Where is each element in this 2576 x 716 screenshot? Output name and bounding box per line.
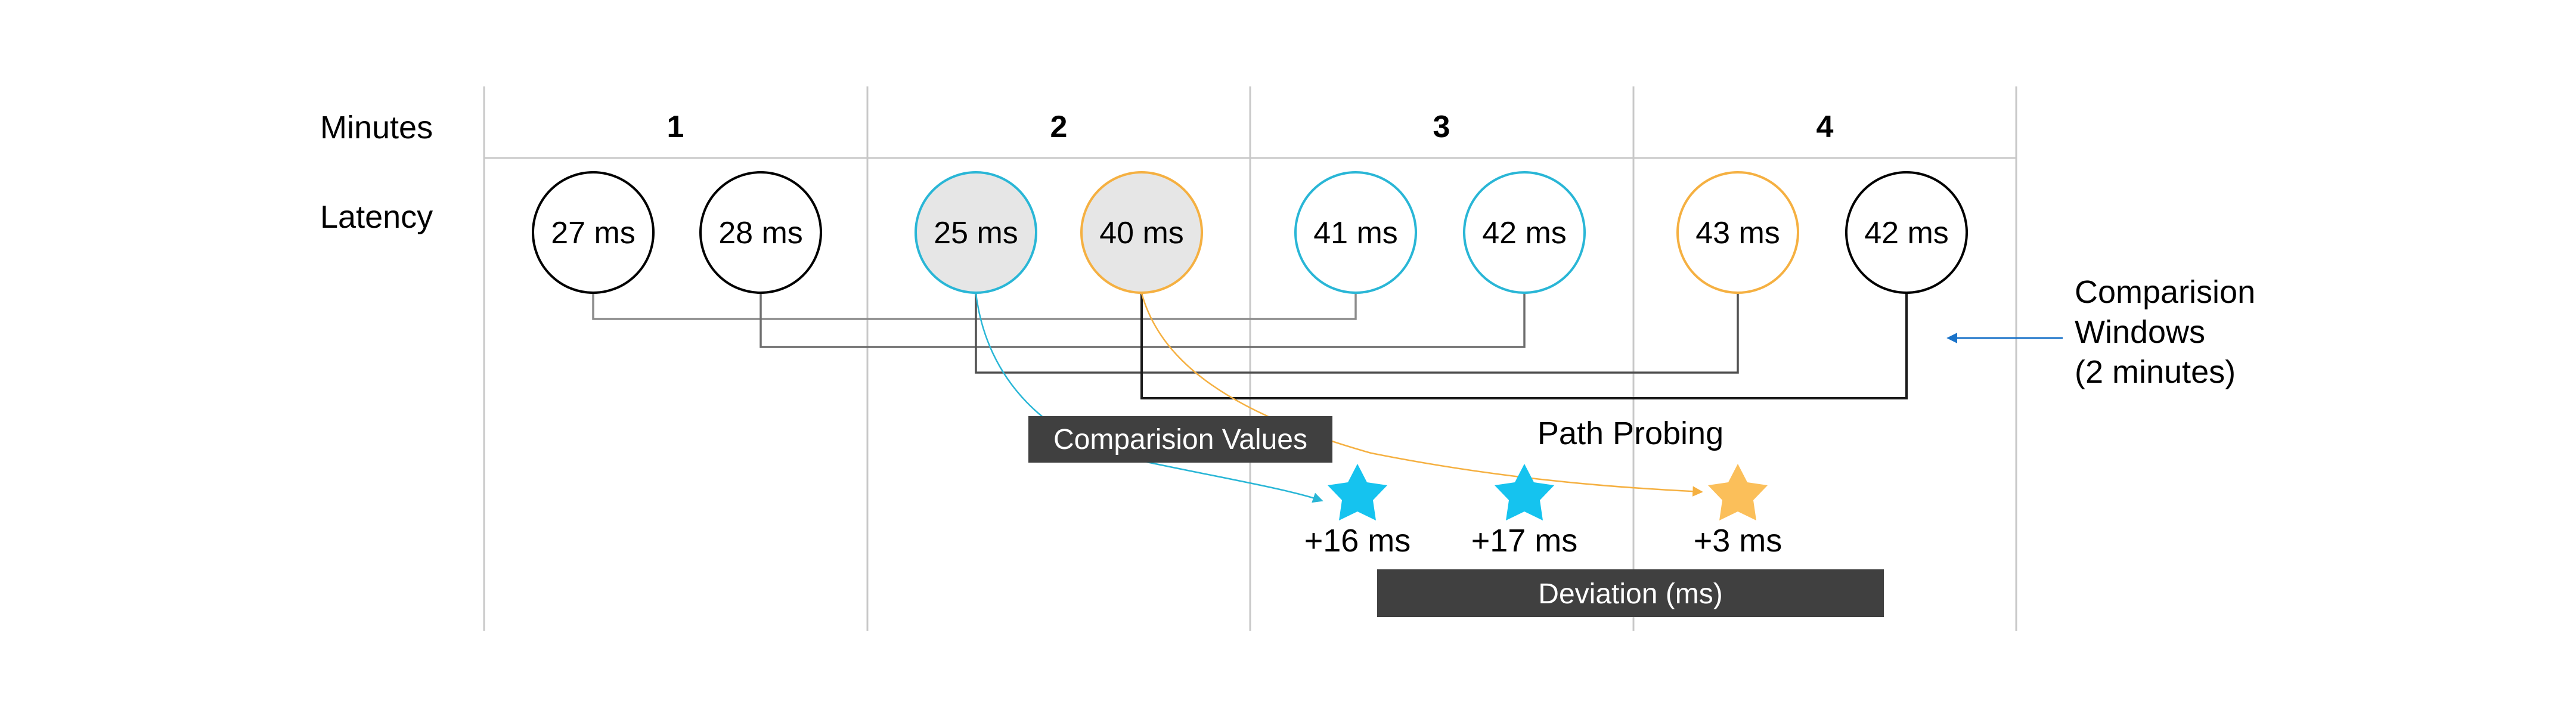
latency-value: 42 ms — [1482, 216, 1567, 250]
latency-circle-2: 28 ms — [699, 171, 822, 294]
latency-value: 42 ms — [1864, 216, 1949, 250]
comparison-curve-orange — [1140, 293, 1703, 497]
latency-value: 43 ms — [1695, 216, 1780, 250]
comparison-values-box: Comparision Values — [1028, 416, 1332, 463]
latency-circle-7: 43 ms — [1676, 171, 1799, 294]
minute-header-3: 3 — [1433, 110, 1450, 144]
latency-circle-8: 42 ms — [1845, 171, 1968, 294]
latency-circle-shape — [1463, 171, 1586, 294]
latency-circle-4: 40 ms — [1080, 171, 1203, 294]
latency-value: 27 ms — [551, 216, 636, 250]
latency-circle-shape — [1294, 171, 1417, 294]
comparison-windows-label-line3: (2 minutes) — [2075, 354, 2236, 390]
minute-header-1: 1 — [667, 110, 684, 144]
latency-circle-shape — [915, 171, 1037, 294]
latency-circle-6: 42 ms — [1463, 171, 1586, 294]
latency-circle-shape — [699, 171, 822, 294]
deviation-value-3: +3 ms — [1694, 523, 1783, 559]
deviation-value-2: +17 ms — [1471, 523, 1578, 559]
latency-row-label: Latency — [320, 199, 433, 235]
latency-value: 40 ms — [1099, 216, 1184, 250]
path-probing-label: Path Probing — [1537, 416, 1723, 451]
window-connector-25-43 — [975, 293, 1739, 374]
latency-circle-5: 41 ms — [1294, 171, 1417, 294]
latency-circle-1: 27 ms — [532, 171, 655, 294]
latency-circle-3: 25 ms — [915, 171, 1037, 294]
comparison-windows-annotation: Comparision Windows (2 minutes) — [1946, 274, 2255, 390]
latency-value: 28 ms — [718, 216, 803, 250]
deviation-box-bg — [1377, 569, 1884, 617]
minute-header-2: 2 — [1050, 110, 1068, 144]
minutes-row-label: Minutes — [320, 110, 433, 145]
comparison-values-label: Comparision Values — [1053, 424, 1307, 455]
deviation-star-orange — [1708, 464, 1768, 520]
window-connector-40-42 — [1140, 293, 1908, 399]
latency-circle-shape — [1676, 171, 1799, 294]
latency-circle-shape — [1845, 171, 1968, 294]
latency-circle-shape — [1080, 171, 1203, 294]
comparison-values-box-bg — [1028, 416, 1332, 463]
comparison-window-connectors — [592, 293, 1908, 399]
window-connector-27-41 — [592, 293, 1357, 320]
deviation-value-1: +16 ms — [1304, 523, 1411, 559]
comparison-windows-label-line2: Windows — [2075, 314, 2205, 350]
latency-value: 25 ms — [934, 216, 1018, 250]
latency-value: 41 ms — [1313, 216, 1398, 250]
deviation-star-cyan-2 — [1495, 464, 1554, 520]
latency-circle-shape — [532, 171, 655, 294]
deviation-box: Deviation (ms) — [1377, 569, 1884, 617]
grid — [483, 86, 2017, 631]
deviation-label: Deviation (ms) — [1538, 578, 1722, 610]
minute-header-4: 4 — [1816, 110, 1834, 144]
comparison-windows-label-line1: Comparision — [2075, 274, 2255, 310]
deviation-star-cyan-1 — [1328, 464, 1387, 520]
